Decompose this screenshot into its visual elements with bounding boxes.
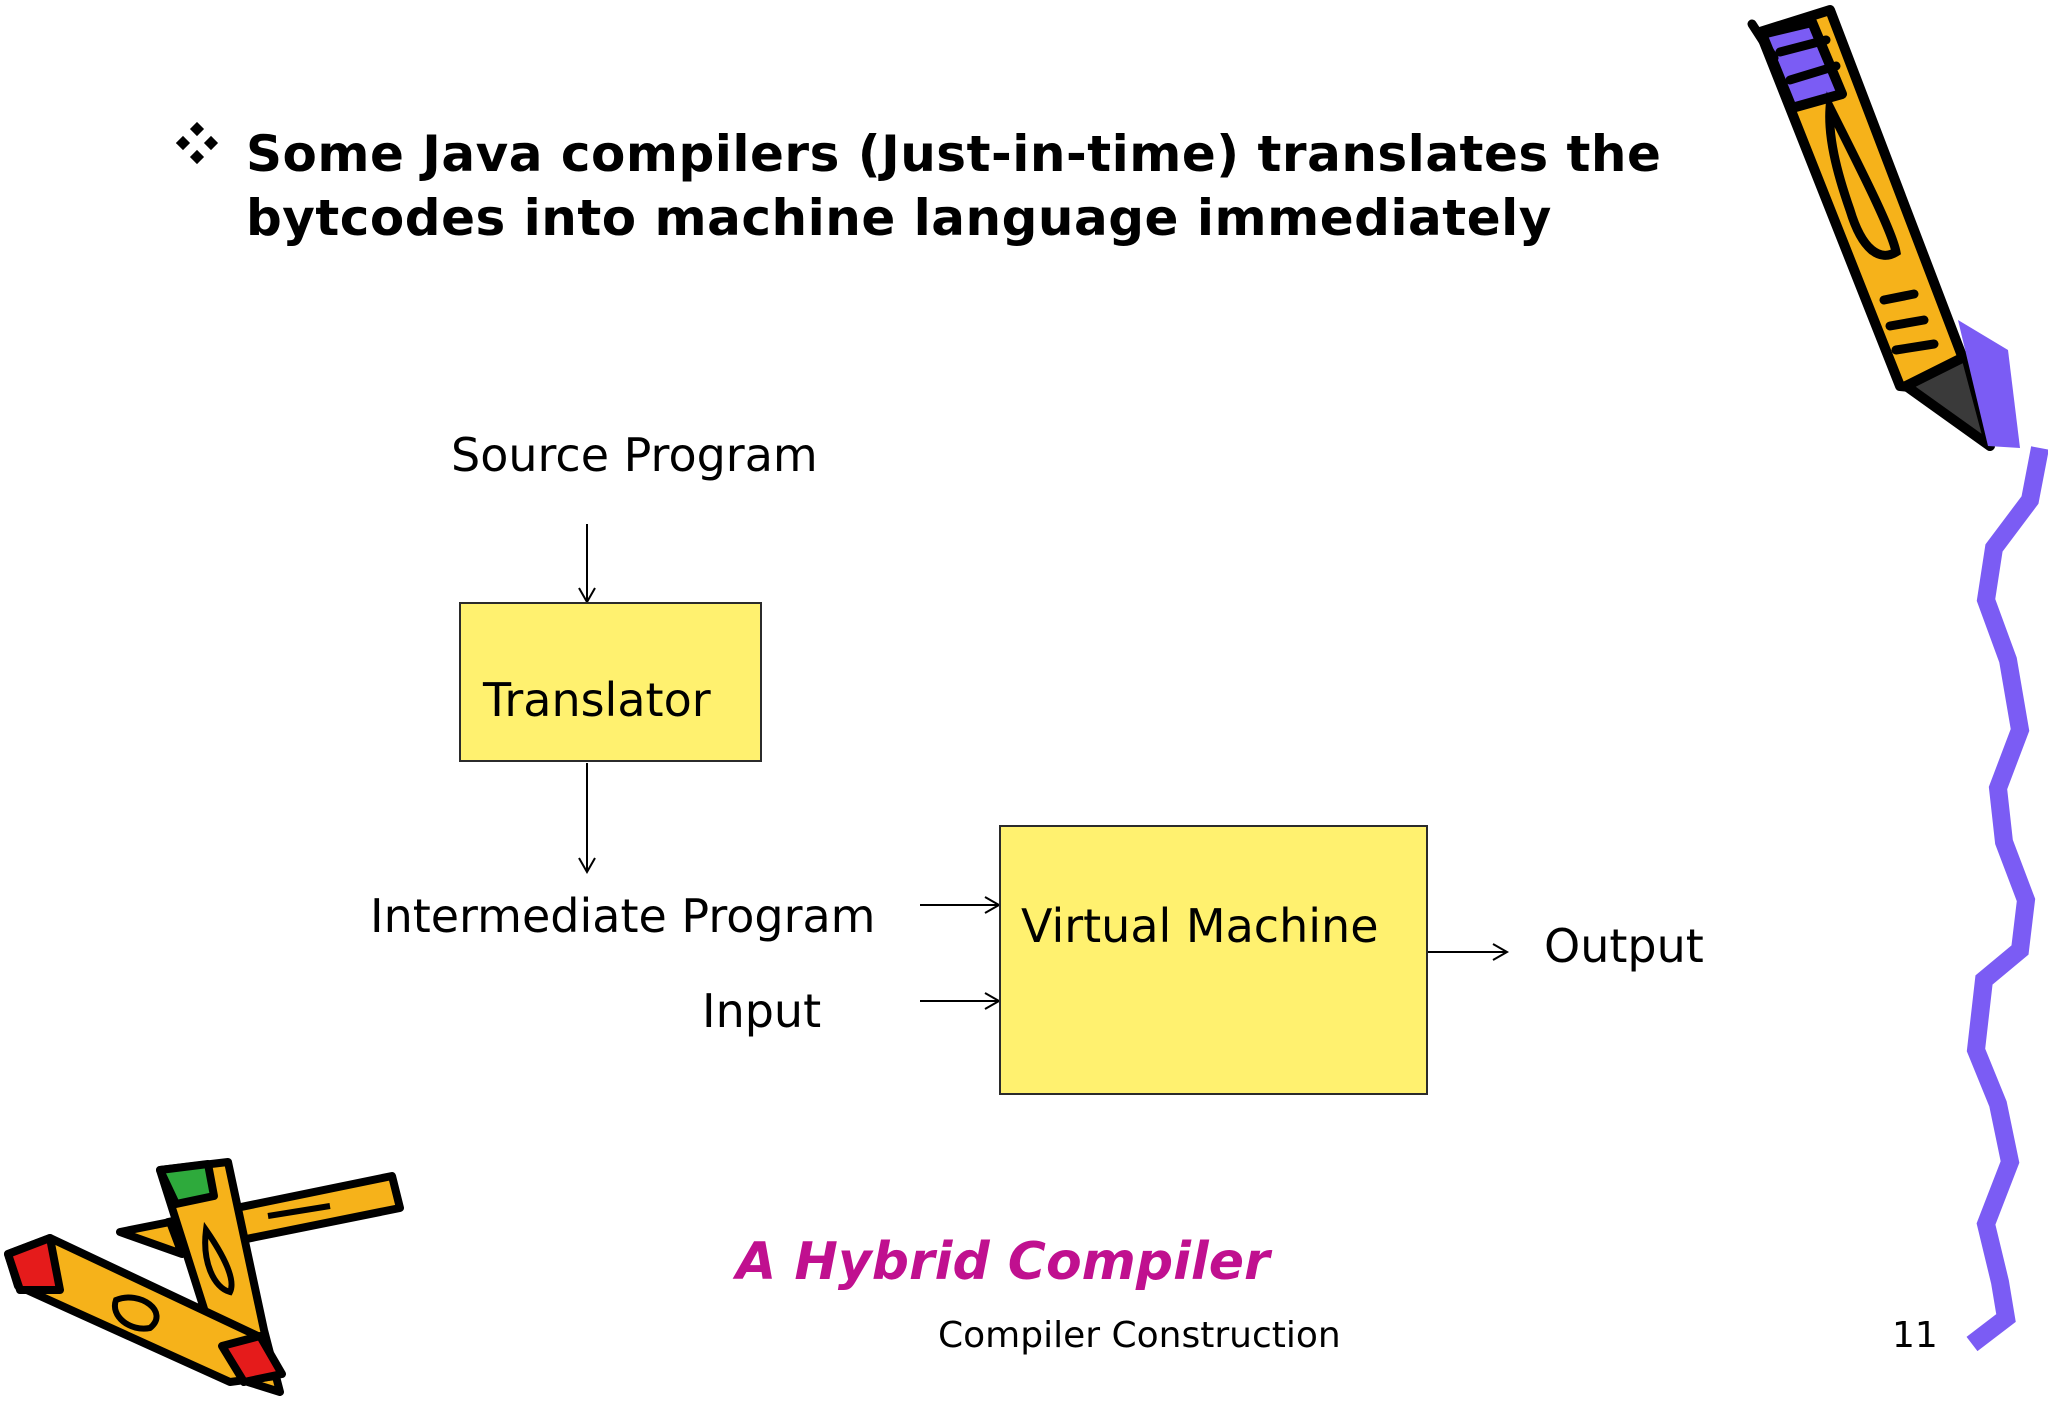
- translator-label: Translator: [483, 673, 711, 727]
- input-label: Input: [702, 984, 822, 1038]
- bullet-text: Some Java compilers (Just-in-time) trans…: [246, 125, 1662, 247]
- output-label: Output: [1544, 919, 1704, 973]
- footer-course-title: Compiler Construction: [938, 1315, 1341, 1356]
- translator-box: Translator: [459, 602, 762, 762]
- footer-page-number: 11: [1892, 1315, 1938, 1356]
- source-program-label: Source Program: [451, 428, 818, 482]
- intermediate-program-label: Intermediate Program: [370, 889, 876, 943]
- virtual-machine-label: Virtual Machine: [1021, 899, 1379, 953]
- diagram-caption: A Hybrid Compiler: [736, 1232, 1270, 1292]
- diamond-bullet-icon: [176, 122, 219, 165]
- virtual-machine-box: Virtual Machine: [999, 825, 1428, 1095]
